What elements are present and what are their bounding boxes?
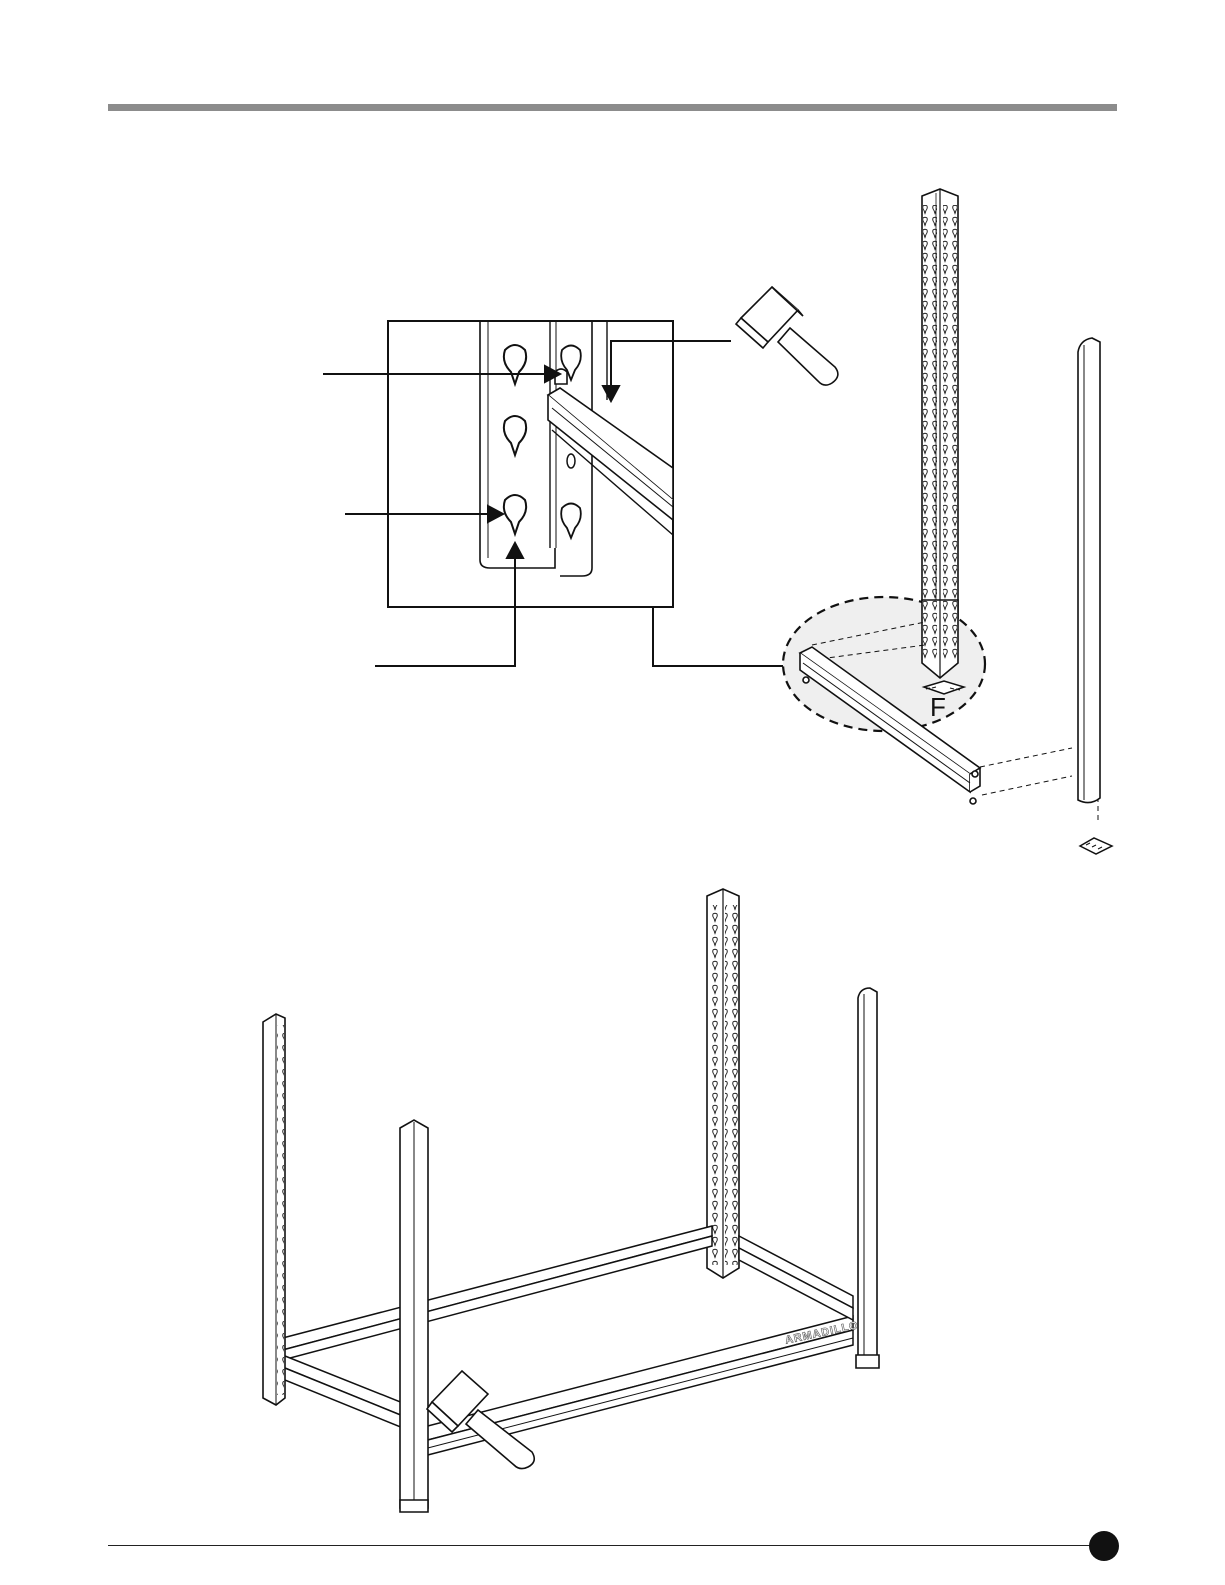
mallet-icon bbox=[736, 287, 838, 385]
foot-part bbox=[1080, 838, 1112, 854]
left-front-post bbox=[400, 1120, 428, 1512]
rear-upright bbox=[707, 889, 739, 1278]
footer-rule bbox=[108, 1545, 1090, 1546]
part-label-f: F bbox=[930, 694, 946, 720]
page-marker-dot bbox=[1089, 1531, 1119, 1561]
base-frame bbox=[275, 1226, 853, 1457]
detail-inset bbox=[388, 321, 673, 607]
left-rear-post bbox=[263, 1014, 285, 1405]
corner-post bbox=[1078, 338, 1100, 803]
right-front-post bbox=[856, 988, 879, 1368]
